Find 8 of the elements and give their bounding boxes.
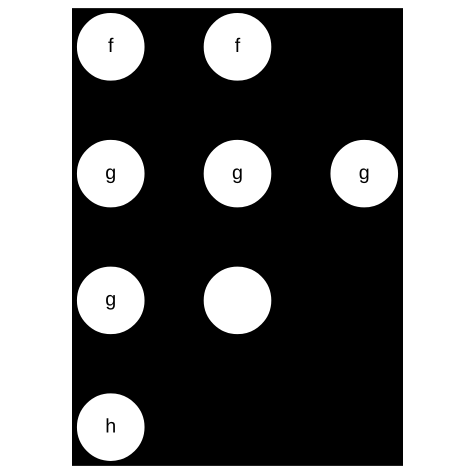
node-circle: f: [203, 13, 271, 81]
node-circle: g: [76, 140, 144, 208]
node-circle: h: [76, 393, 144, 461]
node-circle: g: [76, 266, 144, 334]
node-circle: [203, 266, 271, 334]
node-circle: g: [203, 140, 271, 208]
node-circle: g: [330, 140, 398, 208]
node-circle: f: [76, 13, 144, 81]
